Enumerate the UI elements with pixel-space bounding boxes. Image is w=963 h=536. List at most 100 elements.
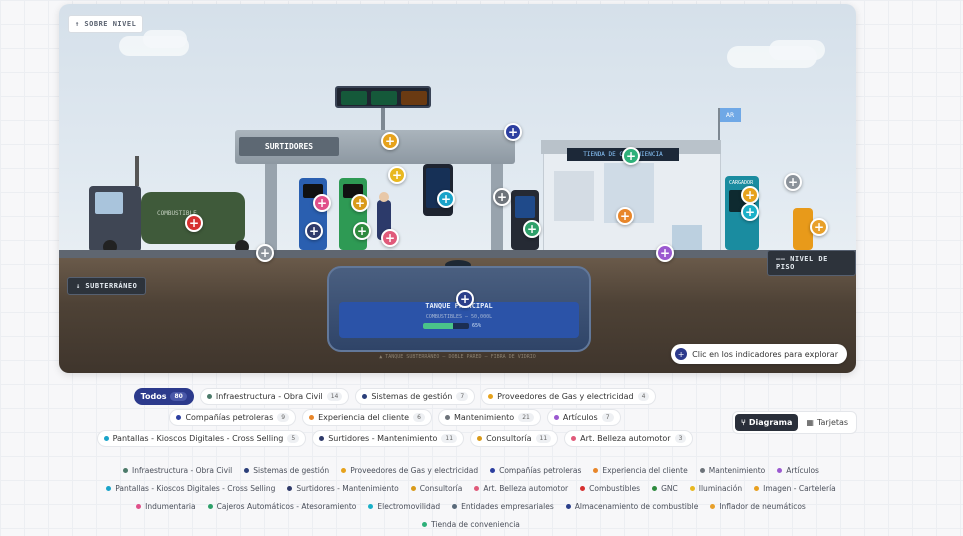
legend-item-label: Experiencia del cliente <box>602 466 688 475</box>
legend-item-label: Consultoría <box>419 484 463 493</box>
price-sign <box>335 86 431 108</box>
cloud <box>143 30 187 48</box>
legend-item-label: Inflador de neumáticos <box>719 502 806 511</box>
legend-item: Tienda de conveniencia <box>422 520 520 529</box>
hotspot-companias[interactable]: + <box>504 123 522 141</box>
tank-level-text: 65% <box>472 323 482 329</box>
canopy-label: SURTIDORES <box>239 137 339 156</box>
legend-dot-icon <box>341 468 347 473</box>
hotspot-tienda[interactable]: + <box>622 147 640 165</box>
tire-inflator <box>793 208 813 250</box>
hotspot-experiencia[interactable]: + <box>616 207 634 225</box>
truck-cab <box>89 186 141 252</box>
category-dot-icon <box>571 436 577 441</box>
hotspot-proveedores[interactable]: + <box>381 132 399 150</box>
hotspot-articulos[interactable]: + <box>656 244 674 262</box>
diagram-view-button[interactable]: ⑂ Diagrama <box>735 414 799 431</box>
filter-chip-label: Surtidores - Mantenimiento <box>328 434 438 443</box>
hotspot-indumentaria[interactable]: + <box>313 194 331 212</box>
category-dot-icon <box>103 436 109 441</box>
legend-dot-icon <box>652 486 658 491</box>
filter-chip[interactable]: Pantallas - Kioscos Digitales - Cross Se… <box>96 430 307 447</box>
main-tank: TANQUE PRINCIPAL COMBUSTIBLES — 50,000L … <box>327 266 591 352</box>
filter-chip-label: Sistemas de gestión <box>371 392 453 401</box>
diagram-icon: ⑂ <box>741 418 746 427</box>
plus-icon: + <box>675 348 688 360</box>
legend-item-label: Imagen - Cartelería <box>763 484 836 493</box>
tank-level-fill <box>423 323 453 329</box>
hotspot-gnc[interactable]: + <box>353 222 371 240</box>
category-dot-icon <box>206 394 212 399</box>
legend-item: Cajeros Automáticos - Atesoramiento <box>207 502 356 511</box>
filter-chip-count: 7 <box>456 392 469 401</box>
hotspot-infraestructura[interactable]: + <box>256 244 274 262</box>
filter-chip-label: Proveedores de Gas y electricidad <box>497 392 634 401</box>
hotspot-charger[interactable]: + <box>741 186 759 204</box>
legend-dot-icon <box>699 468 705 473</box>
legend-dot-icon <box>593 468 599 473</box>
legend-dot-icon <box>244 468 250 473</box>
cards-view-button[interactable]: ▦ Tarjetas <box>800 414 854 431</box>
hotspot-mantenimiento[interactable]: + <box>493 188 511 206</box>
hotspot-pantallas[interactable]: + <box>437 190 455 208</box>
underground-label: ↓ SUBTERRÁNEO <box>67 277 147 295</box>
legend-dot-icon <box>565 504 571 509</box>
legend-dot-icon <box>490 468 496 473</box>
legend-item: Almacenamiento de combustible <box>565 502 698 511</box>
legend-item: Sistemas de gestión <box>244 466 329 475</box>
hotspot-almacenamiento[interactable]: + <box>456 290 474 308</box>
hotspot-surtidores[interactable]: + <box>305 222 323 240</box>
hotspot-entidades[interactable]: + <box>784 173 802 191</box>
legend-item-label: Combustibles <box>589 484 641 493</box>
filter-chip-label: Artículos <box>562 413 598 422</box>
legend-item: Infraestructura - Obra Civil <box>123 466 232 475</box>
hotspot-belleza[interactable]: + <box>381 229 399 247</box>
hotspot-iluminacion[interactable]: + <box>388 166 406 184</box>
category-dot-icon <box>488 394 494 399</box>
legend-item: Experiencia del cliente <box>593 466 688 475</box>
grid-icon: ▦ <box>806 418 814 427</box>
category-legend: Infraestructura - Obra Civil Sistemas de … <box>86 466 856 529</box>
hotspot-consultoria[interactable]: + <box>351 194 369 212</box>
filter-chip-label: Todos <box>140 392 167 401</box>
view-toggle: ⑂ Diagrama ▦ Tarjetas <box>732 411 858 434</box>
hotspot-electromovilidad[interactable]: + <box>741 203 759 221</box>
hotspot-cajeros[interactable]: + <box>523 220 541 238</box>
legend-item-label: Iluminación <box>698 484 743 493</box>
filter-chip-label: Mantenimiento <box>453 413 515 422</box>
hotspot-neumaticos[interactable]: + <box>810 218 828 236</box>
hotspot-combustibles[interactable]: + <box>185 214 203 232</box>
filter-chip-label: Compañías petroleras <box>185 413 274 422</box>
legend-item-label: Pantallas - Kioscos Digitales - Cross Se… <box>115 484 276 493</box>
legend-item: Art. Belleza automotor <box>474 484 568 493</box>
legend-dot-icon <box>452 504 458 509</box>
tank-capacity: COMBUSTIBLES — 50,000L <box>425 314 493 320</box>
flag: AR <box>719 108 741 122</box>
filter-chip-label: Infraestructura - Obra Civil <box>215 392 323 401</box>
legend-item: Combustibles <box>580 484 640 493</box>
legend-item-label: Compañías petroleras <box>499 466 582 475</box>
legend-item: Pantallas - Kioscos Digitales - Cross Se… <box>106 484 275 493</box>
ground-line <box>59 250 856 258</box>
filter-chip-count: 11 <box>535 434 552 443</box>
explore-hint: + Clic en los indicadores para explorar <box>671 344 847 364</box>
legend-dot-icon <box>422 522 428 527</box>
legend-item-label: Entidades empresariales <box>461 502 554 511</box>
legend-item: Electromovilidad <box>368 502 440 511</box>
filter-chip-count: 3 <box>674 434 687 443</box>
legend-item-label: GNC <box>661 484 678 493</box>
legend-dot-icon <box>474 486 480 491</box>
legend-dot-icon <box>123 468 129 473</box>
filter-chip-label: Experiencia del cliente <box>318 413 410 422</box>
